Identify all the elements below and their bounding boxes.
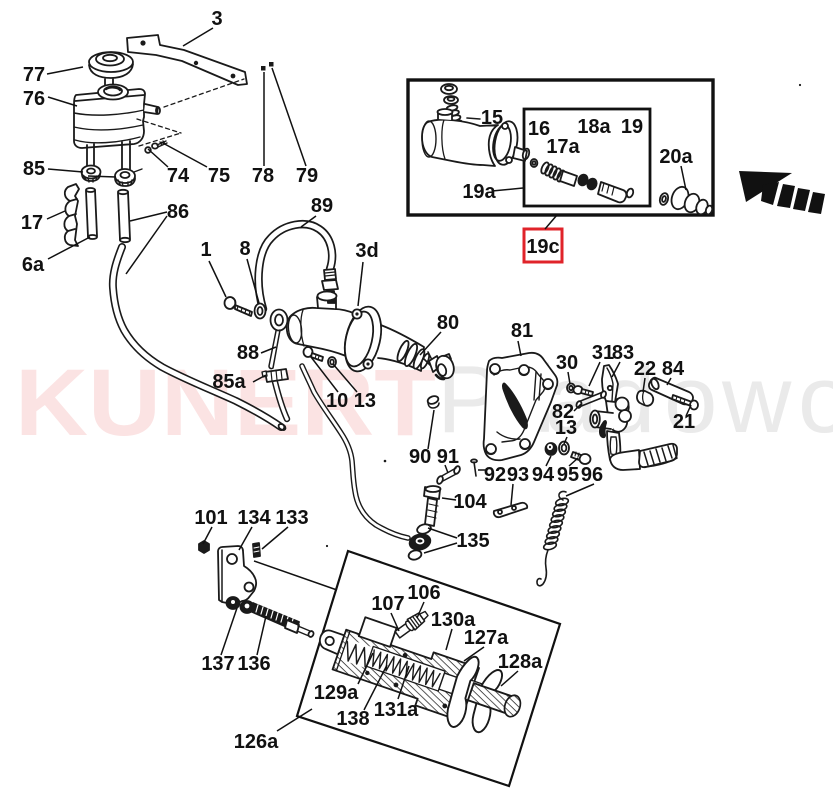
svg-text:133: 133 [275,507,308,529]
svg-text:78: 78 [252,165,274,187]
svg-text:127a: 127a [464,627,509,649]
svg-text:17a: 17a [546,136,580,158]
svg-text:126a: 126a [234,731,279,753]
svg-text:85: 85 [23,158,45,180]
svg-text:77: 77 [23,64,45,86]
svg-text:20a: 20a [659,146,693,168]
svg-text:80: 80 [437,312,459,334]
svg-text:104: 104 [453,491,487,513]
svg-text:131a: 131a [374,699,419,721]
svg-text:90 91: 90 91 [409,446,459,468]
svg-text:81: 81 [511,320,533,342]
svg-text:85a: 85a [212,371,246,393]
svg-text:31: 31 [592,342,614,364]
svg-text:88: 88 [237,342,259,364]
svg-text:13: 13 [555,417,577,439]
svg-text:130a: 130a [431,609,476,631]
svg-text:84: 84 [662,358,685,380]
svg-text:10 13: 10 13 [326,390,376,412]
svg-text:22: 22 [634,358,656,380]
svg-text:75: 75 [208,165,230,187]
svg-text:137: 137 [201,653,234,675]
svg-text:3: 3 [211,8,222,30]
svg-text:15: 15 [481,107,503,129]
svg-text:19a: 19a [462,181,496,203]
svg-text:95: 95 [557,464,579,486]
svg-text:134: 134 [237,507,271,529]
svg-text:107: 107 [371,593,404,615]
svg-text:76: 76 [23,88,45,110]
svg-text:136: 136 [237,653,270,675]
svg-text:128a: 128a [498,651,543,673]
svg-text:19: 19 [621,116,643,138]
svg-text:101: 101 [194,507,227,529]
svg-text:138: 138 [336,708,369,730]
svg-text:16: 16 [528,118,550,140]
svg-text:89: 89 [311,195,333,217]
svg-text:8: 8 [239,238,250,260]
svg-text:96: 96 [581,464,603,486]
svg-text:1: 1 [200,239,211,261]
svg-text:18a: 18a [577,116,611,138]
svg-text:79: 79 [296,165,318,187]
svg-text:30: 30 [556,352,578,374]
svg-text:6a: 6a [22,254,45,276]
svg-text:21: 21 [673,411,695,433]
svg-text:19c: 19c [526,236,559,258]
svg-text:106: 106 [407,582,440,604]
svg-text:92: 92 [484,464,506,486]
svg-text:93: 93 [507,464,529,486]
svg-text:129a: 129a [314,682,359,704]
svg-text:17: 17 [21,212,43,234]
svg-text:83: 83 [612,342,634,364]
svg-text:82: 82 [552,401,574,423]
svg-text:3d: 3d [355,240,378,262]
svg-text:86: 86 [167,201,189,223]
svg-text:135: 135 [456,530,489,552]
svg-text:74: 74 [167,165,190,187]
svg-text:94: 94 [532,464,555,486]
